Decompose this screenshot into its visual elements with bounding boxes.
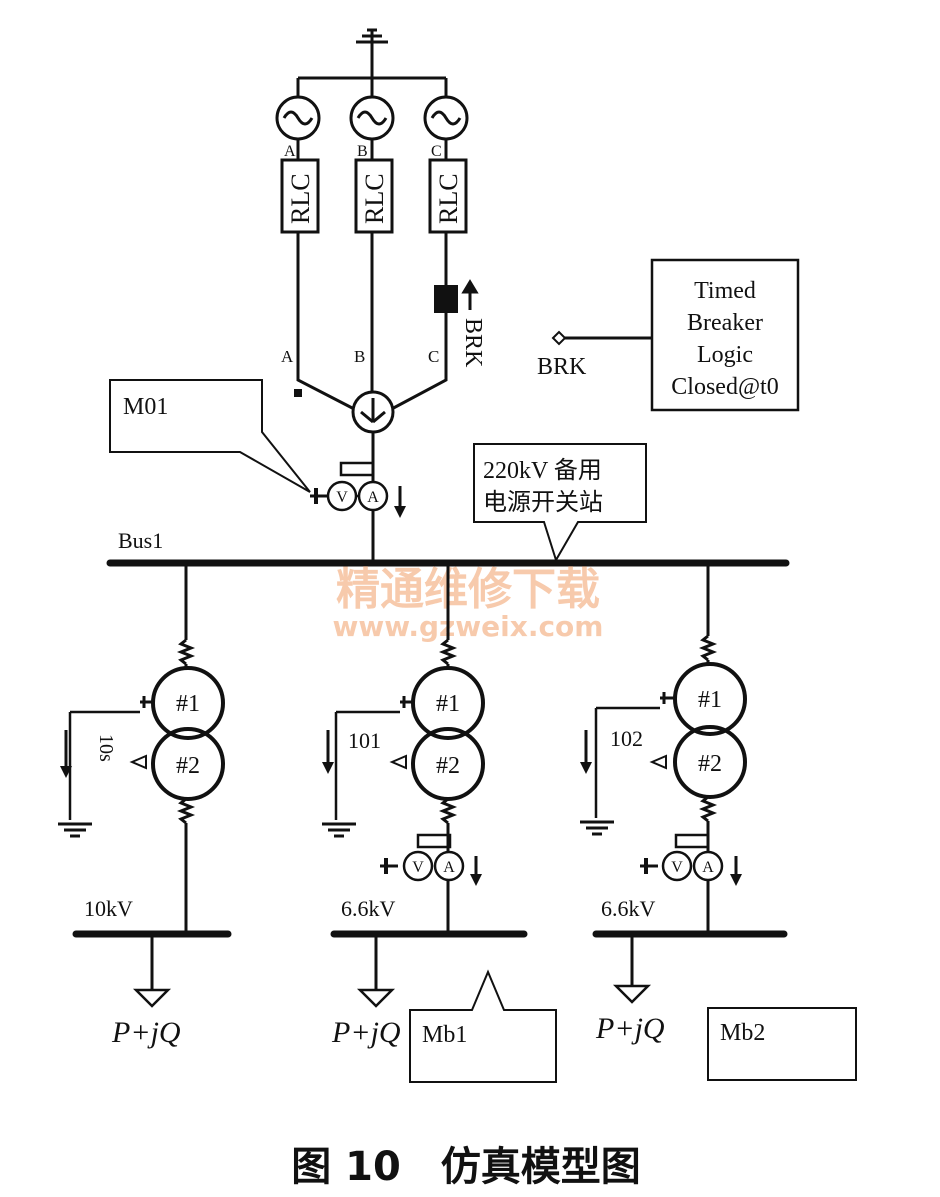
breaker-arrow-icon [461, 279, 479, 310]
voltmeter-2-label: V [412, 859, 424, 876]
mb1-label: Mb1 [422, 1022, 467, 1048]
bus-6-6kv-a-label: 6.6kV [341, 896, 396, 921]
transformer-branch-1 [58, 563, 225, 934]
transformer-branch-2 [322, 563, 485, 934]
mb1-callout [409, 969, 557, 1083]
brk-logic-input-label: BRK [537, 354, 587, 380]
breaker-brk [434, 285, 458, 313]
load-3-label: P+jQ [595, 1012, 665, 1045]
wire-label-c: C [428, 347, 439, 366]
three-phase-junction [351, 390, 395, 434]
voltmeter-top-label: V [336, 489, 348, 506]
transformer-3-tag: 102 [610, 726, 643, 751]
load-1 [132, 934, 172, 1008]
source-ground-symbol [296, 28, 448, 96]
logic-line-1: Timed [694, 278, 756, 304]
logic-line-3: Logic [697, 342, 753, 368]
station-label-line1: 220kV 备用 [483, 457, 602, 484]
m01-label: M01 [123, 394, 168, 420]
ammeter-top-label: A [367, 489, 379, 506]
load-2-label: P+jQ [331, 1016, 401, 1049]
rlc-label-b: RLC [360, 173, 389, 224]
watermark-line2: www.gzweix.com [333, 610, 604, 643]
logic-line-4: Closed@t0 [671, 374, 778, 400]
transformer-2-secondary: #2 [436, 753, 460, 779]
load-3 [612, 934, 652, 1004]
source-phase-label-b: B [357, 143, 368, 160]
source-phase-label-c: C [431, 143, 442, 160]
transformer-2-primary: #1 [436, 691, 460, 717]
transformer-branch-3 [580, 563, 747, 934]
ac-source-c [423, 95, 469, 141]
ammeter-2-label: A [443, 859, 455, 876]
bus1-label: Bus1 [118, 528, 163, 553]
rlc-label-a: RLC [286, 173, 315, 224]
transformer-3-secondary: #2 [698, 751, 722, 777]
rlc-block-b: RLC [354, 158, 394, 234]
mb2-label: Mb2 [720, 1020, 765, 1046]
brk-signal-line [551, 330, 652, 346]
meter-top [310, 461, 406, 518]
transformer-1-secondary: #2 [176, 753, 200, 779]
station-label-line2: 电源开关站 [483, 489, 603, 516]
logic-line-2: Breaker [687, 310, 763, 336]
transformer-2-tag: 101 [348, 728, 381, 753]
voltmeter-3-label: V [671, 859, 683, 876]
breaker-label: BRK [460, 318, 486, 368]
ac-source-a [275, 95, 321, 141]
mb2-box [707, 1007, 857, 1081]
source-phase-label-a: A [284, 143, 296, 160]
rlc-block-a: RLC [280, 158, 320, 234]
figure-caption: 图 10 仿真模型图 [291, 1144, 641, 1190]
load-2 [356, 934, 396, 1008]
phase-a-open-end [294, 389, 302, 397]
transformer-1-primary: #1 [176, 691, 200, 717]
wire-label-b: B [354, 347, 365, 366]
station-callout [473, 443, 647, 563]
transformer-1-tag: 10s [95, 734, 117, 762]
rlc-label-c: RLC [434, 173, 463, 224]
bus-6-6kv-b-label: 6.6kV [601, 896, 656, 921]
transformer-3-primary: #1 [698, 687, 722, 713]
rlc-block-c: RLC [428, 158, 468, 234]
m01-callout [109, 379, 311, 493]
load-1-label: P+jQ [111, 1016, 181, 1049]
ac-source-b [349, 95, 395, 141]
phase-wires [296, 232, 448, 414]
bus-10kv-label: 10kV [84, 896, 133, 921]
watermark-line1: 精通维修下载 [336, 564, 600, 615]
wire-label-a: A [281, 347, 294, 366]
timed-breaker-logic-block [650, 258, 800, 412]
ammeter-3-label: A [702, 859, 714, 876]
